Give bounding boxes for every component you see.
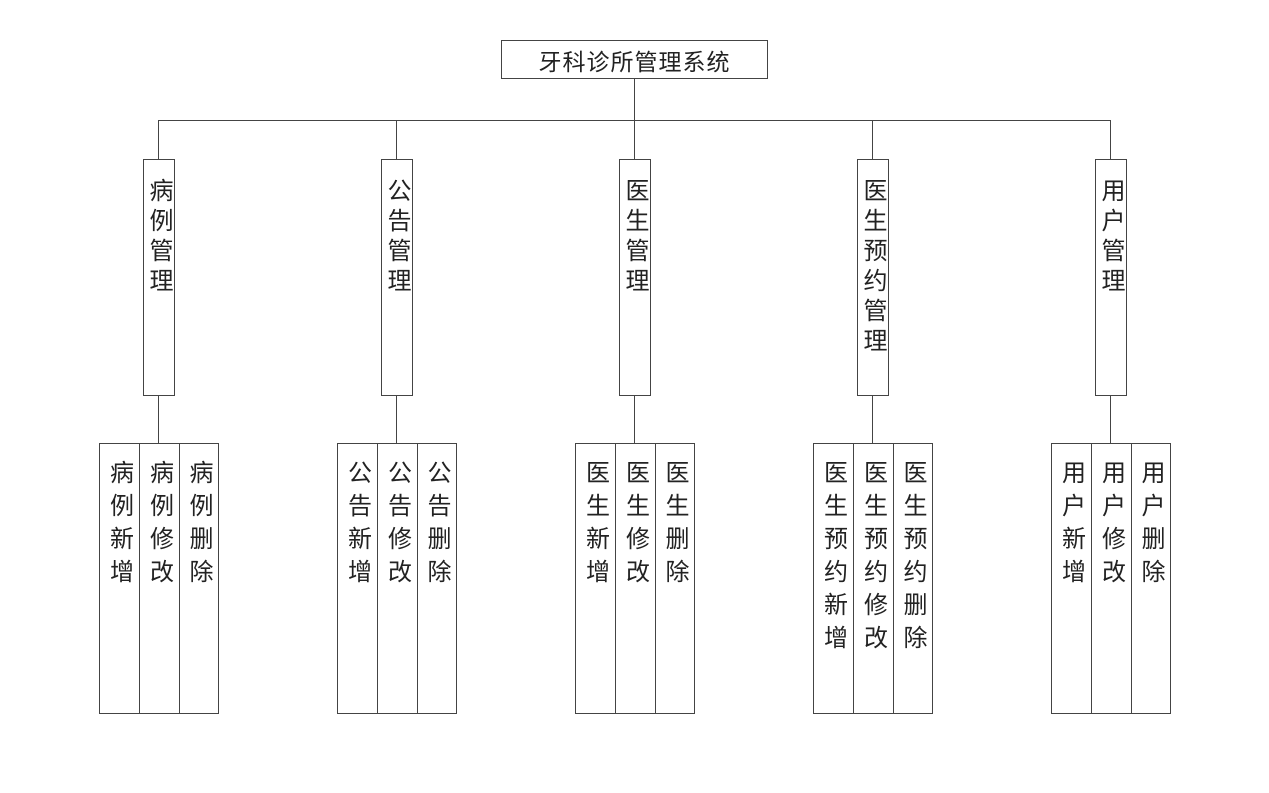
function-label: 公告修改 (383, 460, 412, 592)
function-label: 医生修改 (621, 460, 650, 592)
function-node: 医生新增 (575, 443, 616, 714)
module-3-function-connector (634, 395, 635, 443)
module-3-connector (634, 120, 635, 159)
function-node: 病例删除 (179, 443, 219, 714)
module-node: 病例管理 (143, 159, 175, 396)
module-5-connector (1110, 120, 1111, 159)
function-label: 病例修改 (145, 460, 174, 592)
module-node: 用户管理 (1095, 159, 1127, 396)
function-node: 病例新增 (99, 443, 140, 714)
function-node: 医生预约删除 (893, 443, 933, 714)
function-node: 用户删除 (1131, 443, 1171, 714)
module-2-function-connector (396, 395, 397, 443)
function-node: 病例修改 (139, 443, 180, 714)
function-node: 公告新增 (337, 443, 378, 714)
function-node: 用户修改 (1091, 443, 1132, 714)
function-label: 医生预约删除 (899, 460, 927, 658)
module-1-function-connector (158, 395, 159, 443)
module-2-connector (396, 120, 397, 159)
module-label: 用户管理 (1097, 178, 1125, 298)
function-label: 公告新增 (343, 460, 372, 592)
module-node: 公告管理 (381, 159, 413, 396)
module-label: 医生预约管理 (859, 178, 887, 358)
module-label: 病例管理 (145, 178, 173, 298)
module-1-connector (158, 120, 159, 159)
function-label: 公告删除 (423, 460, 451, 592)
function-label: 用户修改 (1097, 460, 1126, 592)
function-label: 用户删除 (1137, 460, 1165, 592)
function-node: 公告修改 (377, 443, 418, 714)
function-node: 医生预约新增 (813, 443, 854, 714)
module-label: 公告管理 (383, 178, 411, 298)
root-node: 牙科诊所管理系统 (501, 40, 768, 79)
module-node: 医生预约管理 (857, 159, 889, 396)
module-node: 医生管理 (619, 159, 651, 396)
module-4-connector (872, 120, 873, 159)
function-node: 医生修改 (615, 443, 656, 714)
module-4-function-connector (872, 395, 873, 443)
function-node: 医生预约修改 (853, 443, 894, 714)
function-label: 医生预约修改 (859, 460, 888, 658)
function-node: 医生删除 (655, 443, 695, 714)
function-label: 用户新增 (1057, 460, 1086, 592)
root-connector (634, 79, 635, 120)
module-label: 医生管理 (621, 178, 649, 298)
module-5-function-connector (1110, 395, 1111, 443)
function-node: 公告删除 (417, 443, 457, 714)
function-label: 病例删除 (185, 460, 213, 592)
function-node: 用户新增 (1051, 443, 1092, 714)
root-label: 牙科诊所管理系统 (538, 49, 731, 76)
function-label: 病例新增 (105, 460, 134, 592)
function-label: 医生预约新增 (819, 460, 848, 658)
function-label: 医生删除 (661, 460, 689, 592)
function-label: 医生新增 (581, 460, 610, 592)
